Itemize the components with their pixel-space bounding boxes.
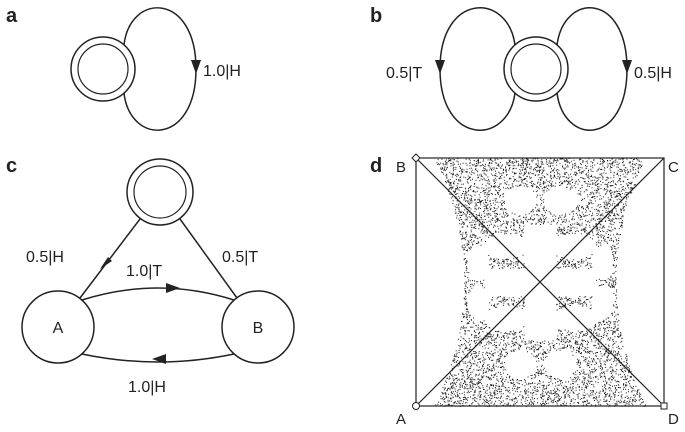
panel-b: b 0.5|T 0.5|H	[370, 5, 672, 131]
panel-letter-d: d	[370, 155, 382, 177]
edge-start-to-a	[79, 218, 141, 299]
state-a	[21, 290, 95, 364]
edge-a-to-b	[81, 287, 235, 301]
edge-start-to-a-label: 0.5|H	[26, 249, 64, 266]
edge-start-to-b-label: 0.5|T	[222, 249, 258, 266]
edge-start-to-a-arrowhead	[100, 257, 112, 269]
diagonal-a-to-c	[415, 157, 665, 407]
edge-a-to-b-label: 1.0|T	[126, 263, 162, 280]
start-state-inner	[510, 43, 562, 95]
state-b	[221, 290, 295, 364]
corner-d-square-marker	[660, 402, 668, 410]
panel-letter-c: c	[6, 155, 17, 177]
edge-b-to-a-arrowhead	[152, 354, 166, 364]
start-state-inner	[77, 43, 129, 95]
state-b-label: B	[253, 320, 264, 337]
fractal-stipple	[435, 158, 646, 407]
start-state-outer	[503, 36, 569, 102]
start-state-outer	[70, 36, 136, 102]
panel-letter-a: a	[6, 5, 18, 27]
edge-start-to-b	[179, 218, 238, 299]
corner-a-circle-marker	[412, 402, 420, 410]
self-loop-label: 1.0|H	[203, 63, 241, 80]
corner-b-diamond-marker	[411, 153, 421, 163]
panel-d: d B C A D	[370, 153, 679, 428]
panel-letter-b: b	[370, 5, 382, 27]
simplex-square	[415, 157, 665, 407]
start-state-outer	[126, 158, 194, 226]
fractal-attractor	[435, 158, 646, 407]
edge-b-to-a-label: 1.0|H	[128, 379, 166, 396]
right-loop-label: 0.5|H	[634, 65, 672, 82]
right-loop-arrowhead	[622, 60, 632, 74]
corner-label-bottom-right: D	[668, 411, 679, 428]
left-loop-label: 0.5|T	[386, 65, 422, 82]
self-loop-arrowhead	[191, 60, 201, 74]
corner-label-top-right: C	[668, 159, 679, 176]
start-state-inner	[133, 165, 187, 219]
corner-label-bottom-left: A	[396, 411, 406, 428]
edge-b-to-a	[81, 353, 235, 363]
corner-label-top-left: B	[396, 159, 406, 176]
panel-a: a 1.0|H	[6, 5, 241, 131]
state-a-label: A	[53, 320, 64, 337]
edge-a-to-b-arrowhead	[166, 283, 180, 293]
panel-c: c A B 0.5|H 0.5|T 1.0|T 1.0|H	[6, 155, 295, 396]
left-loop-arrowhead	[435, 60, 445, 74]
